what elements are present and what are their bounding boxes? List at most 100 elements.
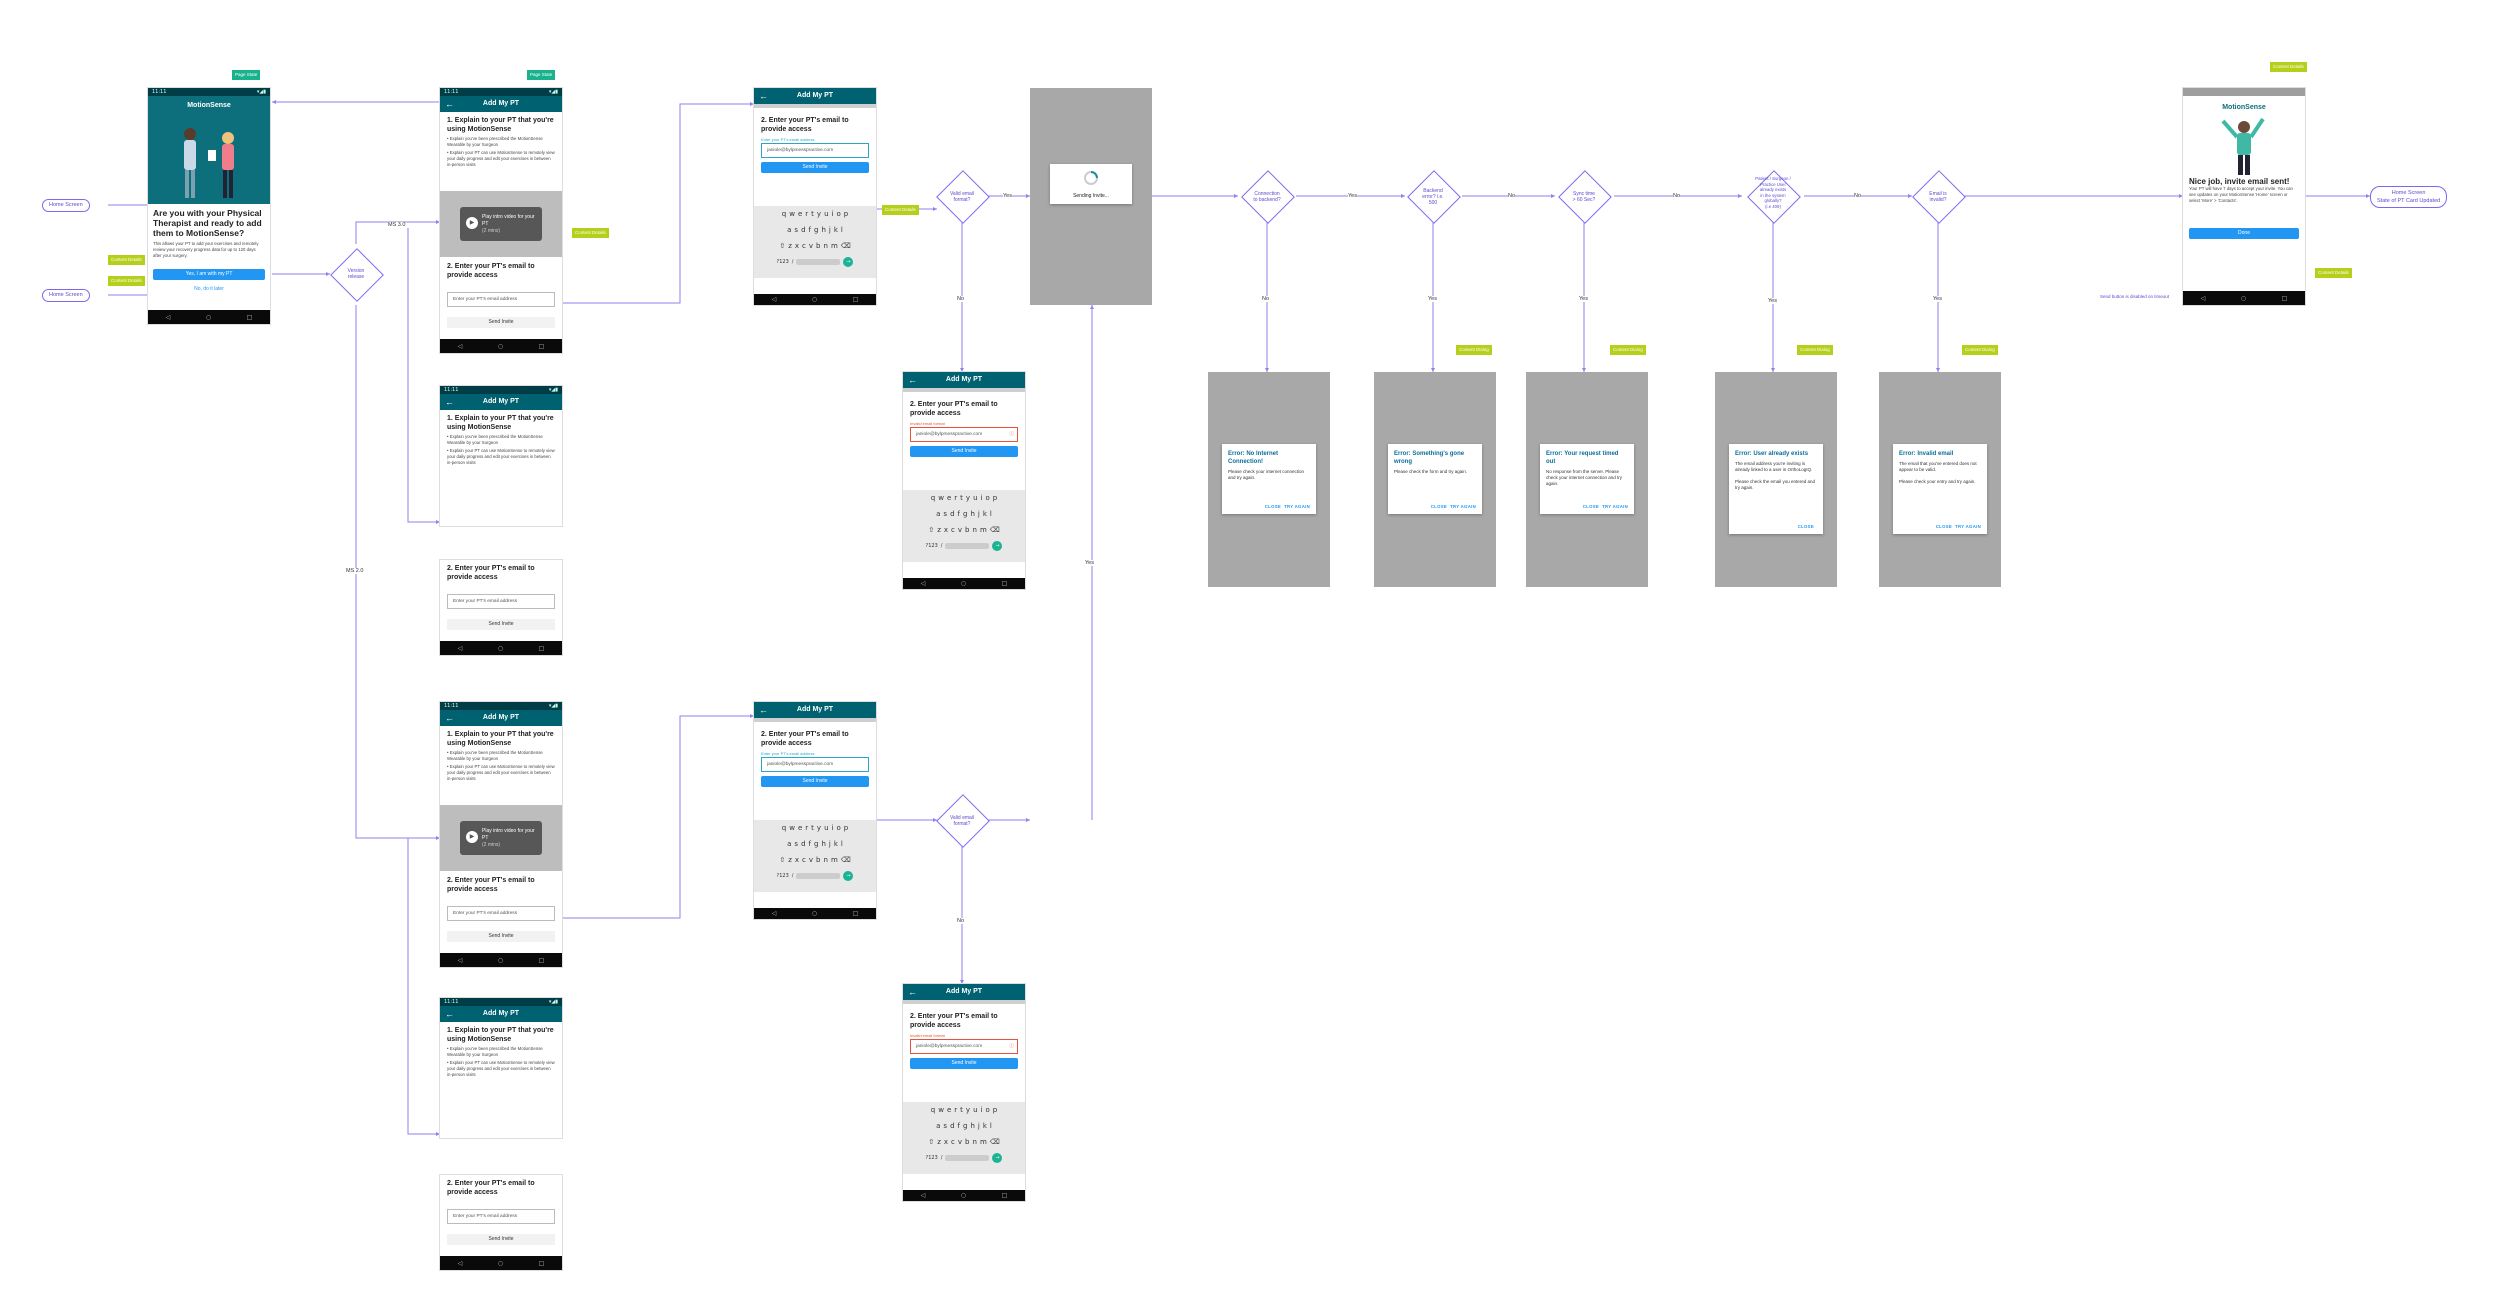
key[interactable]: x [794, 856, 800, 864]
key[interactable]: v [808, 242, 814, 250]
key[interactable]: d [801, 226, 806, 234]
key[interactable]: h [821, 840, 826, 848]
key[interactable]: f [808, 840, 811, 848]
key[interactable]: b [816, 242, 821, 250]
key[interactable]: w [789, 210, 795, 218]
space-bar[interactable] [796, 259, 841, 265]
key[interactable]: h [970, 510, 975, 518]
key[interactable]: z [937, 526, 941, 534]
key[interactable]: k [982, 1122, 987, 1130]
key[interactable]: q [930, 494, 936, 502]
key[interactable]: v [957, 526, 963, 534]
key[interactable]: s [794, 840, 799, 848]
home-nav-icon[interactable]: ○ [811, 296, 818, 303]
key[interactable]: q [781, 210, 787, 218]
key[interactable]: d [950, 1122, 955, 1130]
try-again-button[interactable]: TRY AGAIN [1450, 504, 1476, 509]
key[interactable]: t [811, 824, 814, 832]
recent-nav-icon[interactable]: □ [538, 956, 545, 964]
pt-email-input[interactable]: Enter your PT's email address [447, 594, 555, 609]
pt-email-input[interactable]: Enter your PT's email address [447, 1209, 555, 1224]
key[interactable]: r [805, 824, 809, 832]
space-bar[interactable] [945, 543, 990, 549]
key[interactable]: o [985, 1106, 990, 1114]
recent-nav-icon[interactable]: □ [246, 313, 253, 321]
back-nav-icon[interactable]: ◁ [165, 313, 171, 321]
back-nav-icon[interactable]: ◁ [771, 296, 777, 303]
key[interactable]: ⇧ [779, 856, 786, 864]
back-nav-icon[interactable]: ◁ [920, 580, 926, 587]
key[interactable]: y [965, 1106, 971, 1114]
play-icon[interactable]: ▶ [466, 217, 478, 229]
key[interactable]: q [781, 824, 787, 832]
key[interactable]: u [973, 494, 978, 502]
back-arrow-icon[interactable]: ← [445, 1009, 454, 1019]
pt-email-input[interactable]: Enter your PT's email address [447, 906, 555, 921]
home-nav-icon[interactable]: ○ [497, 956, 504, 964]
key[interactable]: j [828, 226, 831, 234]
key[interactable]: u [824, 210, 829, 218]
try-again-button[interactable]: TRY AGAIN [1602, 504, 1628, 509]
back-nav-icon[interactable]: ◁ [920, 1192, 926, 1199]
key[interactable]: e [797, 210, 803, 218]
back-nav-icon[interactable]: ◁ [457, 956, 463, 964]
intro-video[interactable]: ▶Play intro video for your PT(2 mins) [440, 805, 562, 871]
try-again-button[interactable]: TRY AGAIN [1955, 524, 1981, 529]
key[interactable]: m [830, 856, 838, 864]
pt-email-input[interactable]: Enter your PT's email address [447, 292, 555, 307]
key[interactable]: a [936, 510, 941, 518]
key[interactable]: q [930, 1106, 936, 1114]
key[interactable]: a [936, 1122, 941, 1130]
key[interactable]: r [805, 210, 809, 218]
back-arrow-icon[interactable]: ← [445, 99, 454, 109]
recent-nav-icon[interactable]: □ [538, 644, 545, 652]
key[interactable]: n [823, 856, 828, 864]
key[interactable]: o [836, 824, 841, 832]
key[interactable]: p [992, 1106, 998, 1114]
key[interactable]: s [943, 1122, 948, 1130]
key[interactable]: ⇧ [928, 526, 935, 534]
send-invite-button[interactable]: Send Invite [447, 317, 555, 328]
key[interactable]: ⇧ [928, 1138, 935, 1146]
key[interactable]: x [794, 242, 800, 250]
key[interactable]: n [823, 242, 828, 250]
key[interactable]: t [960, 494, 963, 502]
key[interactable]: g [814, 840, 819, 848]
video-card[interactable]: ▶Play intro video for your PT(2 mins) [460, 821, 542, 855]
key[interactable]: j [828, 840, 831, 848]
key[interactable]: v [808, 856, 814, 864]
send-invite-button[interactable]: Send Invite [447, 1234, 555, 1245]
try-again-button[interactable]: TRY AGAIN [1284, 504, 1310, 509]
back-arrow-icon[interactable]: ← [908, 987, 917, 997]
key[interactable]: k [833, 226, 838, 234]
send-invite-button[interactable]: Send Invite [910, 446, 1018, 457]
intro-video[interactable]: ▶Play intro video for your PT(2 mins) [440, 191, 562, 257]
key[interactable]: l [989, 1122, 992, 1130]
key[interactable]: p [843, 210, 849, 218]
play-icon[interactable]: ▶ [466, 831, 478, 843]
key[interactable]: z [788, 856, 792, 864]
recent-nav-icon[interactable]: □ [2281, 294, 2288, 302]
key[interactable]: m [979, 526, 987, 534]
key[interactable]: f [808, 226, 811, 234]
recent-nav-icon[interactable]: □ [1001, 580, 1008, 587]
key[interactable]: c [802, 242, 806, 250]
key[interactable]: j [977, 510, 980, 518]
done-button[interactable]: Done [2189, 228, 2299, 239]
key-symbols[interactable]: ?123 [776, 259, 789, 265]
key[interactable]: t [811, 210, 814, 218]
key[interactable]: ⌫ [840, 856, 851, 864]
key[interactable]: p [843, 824, 849, 832]
home-nav-icon[interactable]: ○ [960, 1192, 967, 1199]
close-button[interactable]: CLOSE [1935, 524, 1953, 529]
key-symbols[interactable]: ?123 [776, 873, 789, 879]
key-slash[interactable]: / [791, 873, 794, 879]
send-invite-button[interactable]: Send Invite [761, 776, 869, 787]
key-slash[interactable]: / [940, 1155, 943, 1161]
home-nav-icon[interactable]: ○ [205, 313, 212, 321]
video-card[interactable]: ▶Play intro video for your PT(2 mins) [460, 207, 542, 241]
enter-key[interactable]: → [843, 257, 854, 267]
